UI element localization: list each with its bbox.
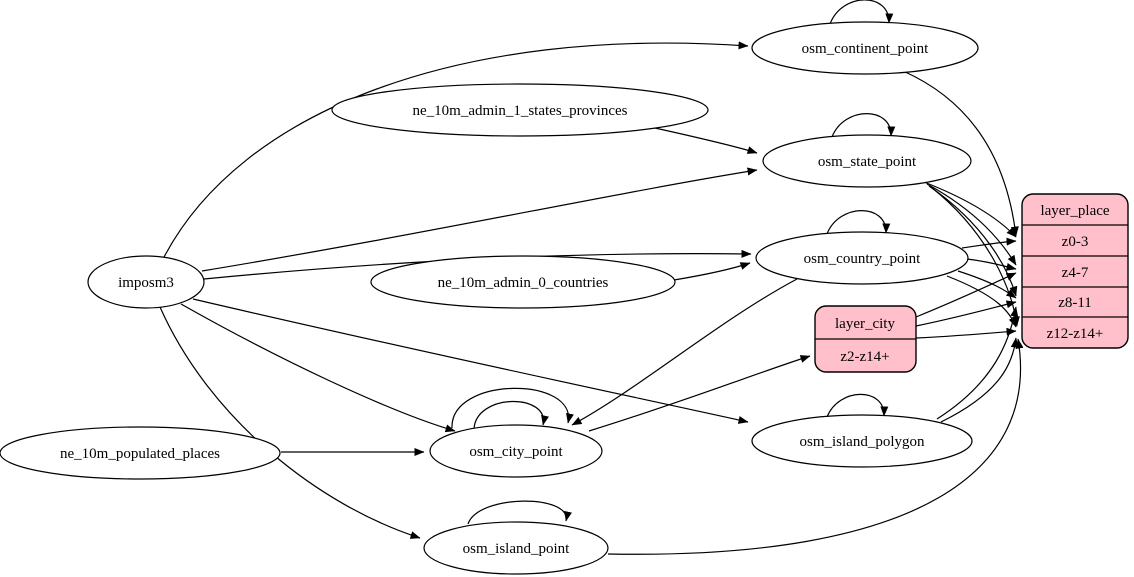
selfloop-osm-island-point xyxy=(467,500,572,525)
record-layer-place-row-z4-7: z4-7 xyxy=(1062,265,1089,281)
selfloop-osm-state-point xyxy=(831,113,896,138)
record-layer-city-row-z2: z2-z14+ xyxy=(840,349,889,365)
record-layer-place-row-z0-3: z0-3 xyxy=(1062,234,1089,250)
selfloop-osm-city-point-inner xyxy=(473,400,549,430)
label-osm-city-point: osm_city_point xyxy=(469,444,563,460)
label-osm-continent-point: osm_continent_point xyxy=(802,41,929,57)
edge-ne-states-osm-state-point xyxy=(654,127,758,154)
record-layer-place-title: layer_place xyxy=(1040,203,1109,219)
record-layer-city: layer_city z2-z14+ xyxy=(814,305,917,373)
label-osm-island-point: osm_island_point xyxy=(463,541,571,557)
edge-osm-continent-point-z0-3 xyxy=(902,70,1019,237)
node-osm-state-point xyxy=(762,134,972,188)
edge-osm-state-point-z8-11 xyxy=(928,185,1018,297)
label-ne-10m-admin-0-countries: ne_10m_admin_0_countries xyxy=(438,275,609,291)
node-osm-island-polygon xyxy=(751,414,973,468)
edge-osm-island-point-z12-z14 xyxy=(607,338,1024,555)
edge-osm-country-point-z12-z14 xyxy=(946,275,1017,328)
edge-imposm3-osm-continent-point xyxy=(162,41,749,260)
edge-imposm3-osm-island-polygon xyxy=(192,298,749,424)
edge-layer-city-z4-7 xyxy=(915,272,1017,318)
edge-osm-country-point-z0-3 xyxy=(961,237,1017,249)
edge-imposm3-osm-city-point xyxy=(180,303,456,433)
edge-osm-country-point-z4-7 xyxy=(966,258,1017,271)
label-ne-10m-admin-1-states-provinces: ne_10m_admin_1_states_provinces xyxy=(413,103,628,119)
record-layer-place-row-z12-z14: z12-z14+ xyxy=(1047,326,1104,342)
selfloop-osm-country-point xyxy=(826,210,891,235)
node-imposm3 xyxy=(87,255,205,309)
label-imposm3: imposm3 xyxy=(118,275,174,291)
edge-osm-city-point-layer-city-z2 xyxy=(588,355,811,432)
label-osm-island-polygon: osm_island_polygon xyxy=(799,434,925,450)
edge-osm-state-point-z4-7 xyxy=(926,183,1017,266)
selfloop-osm-continent-point xyxy=(829,0,894,25)
node-osm-continent-point xyxy=(751,21,979,75)
record-layer-city-title: layer_city xyxy=(835,316,895,332)
edge-layer-city-z12-z14 xyxy=(915,327,1017,339)
node-osm-island-point xyxy=(423,521,609,575)
edge-ne-countries-osm-country-point xyxy=(673,262,751,281)
node-ne-10m-populated-places xyxy=(0,426,281,480)
edge-osm-country-point-z8-11 xyxy=(957,270,1017,299)
edge-layer-city-z8-11 xyxy=(915,300,1017,327)
edge-osm-island-polygon-z12-z14 xyxy=(940,337,1019,423)
selfloop-osm-island-polygon xyxy=(826,393,889,418)
edge-imposm3-osm-state-point xyxy=(201,167,758,272)
edge-osm-state-point-z0-3 xyxy=(923,181,1017,238)
label-osm-state-point: osm_state_point xyxy=(818,154,917,170)
edge-osm-island-polygon-z8-11 xyxy=(936,306,1019,420)
edge-osm-country-point-osm-city-point xyxy=(571,278,798,426)
node-osm-city-point xyxy=(429,424,603,478)
label-osm-country-point: osm_country_point xyxy=(804,251,921,267)
record-layer-place-row-z8-11: z8-11 xyxy=(1058,295,1092,311)
record-layer-place: layer_place z0-3 z4-7 z8-11 z12-z14+ xyxy=(1021,193,1129,349)
node-osm-country-point xyxy=(755,231,969,285)
node-ne-10m-admin-0-countries xyxy=(370,255,676,309)
selfloop-osm-city-point-outer xyxy=(451,387,574,429)
node-ne-10m-admin-1-states-provinces xyxy=(331,83,709,137)
label-ne-10m-populated-places: ne_10m_populated_places xyxy=(60,446,220,462)
